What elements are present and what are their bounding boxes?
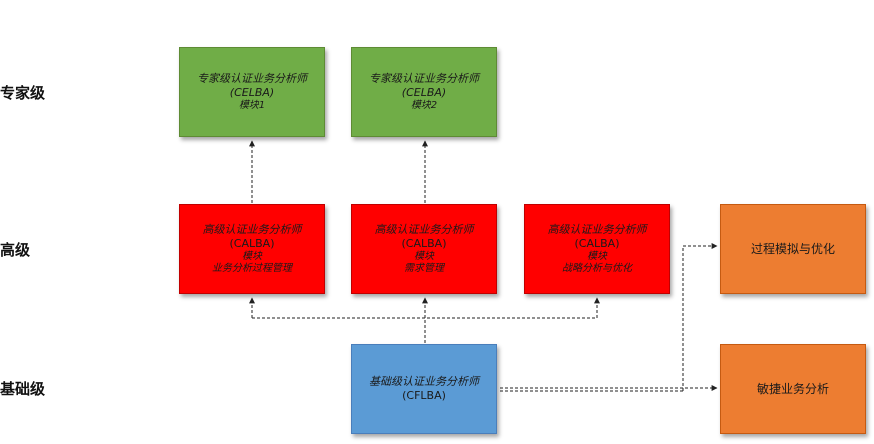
process-simulation-label: 过程模拟与优化 [750, 242, 835, 256]
calba-requirements-topic: 需求管理 [404, 263, 444, 274]
level-label-advanced: 高级 [0, 241, 31, 259]
calba-process-module: 模块 [242, 251, 262, 262]
calba-strategy-topic: 战略分析与优化 [562, 263, 632, 274]
calba-requirements-code: (CALBA) [401, 237, 447, 250]
calba-strategy-box: 高级认证业务分析师 (CALBA) 模块 战略分析与优化 [524, 204, 670, 294]
calba-process-topic: 业务分析过程管理 [212, 263, 292, 274]
calba-process-box: 高级认证业务分析师 (CALBA) 模块 业务分析过程管理 [179, 204, 325, 294]
celba-module1-title: 专家级认证业务分析师 [197, 72, 307, 85]
calba-strategy-title: 高级认证业务分析师 [547, 223, 647, 236]
agile-analysis-box: 敏捷业务分析 [720, 344, 866, 434]
celba-module1-code: (CELBA) [229, 86, 275, 99]
process-simulation-box: 过程模拟与优化 [720, 204, 866, 294]
cflba-box: 基础级认证业务分析师 (CFLBA) [351, 344, 497, 434]
calba-process-code: (CALBA) [229, 237, 275, 250]
agile-analysis-label: 敏捷业务分析 [756, 382, 829, 396]
celba-module1-module: 模块1 [238, 100, 266, 111]
cflba-title: 基础级认证业务分析师 [369, 375, 479, 388]
celba-module2-box: 专家级认证业务分析师 (CELBA) 模块2 [351, 47, 497, 137]
calba-requirements-module: 模块 [414, 251, 434, 262]
level-label-foundation: 基础级 [0, 380, 46, 398]
celba-module2-code: (CELBA) [401, 86, 447, 99]
calba-process-title: 高级认证业务分析师 [202, 223, 302, 236]
calba-strategy-module: 模块 [587, 251, 607, 262]
celba-module1-box: 专家级认证业务分析师 (CELBA) 模块1 [179, 47, 325, 137]
level-label-expert: 专家级 [0, 84, 46, 102]
celba-module2-title: 专家级认证业务分析师 [369, 72, 479, 85]
calba-requirements-box: 高级认证业务分析师 (CALBA) 模块 需求管理 [351, 204, 497, 294]
celba-module2-module: 模块2 [410, 100, 438, 111]
cflba-code: (CFLBA) [402, 389, 446, 402]
calba-requirements-title: 高级认证业务分析师 [374, 223, 474, 236]
calba-strategy-code: (CALBA) [574, 237, 620, 250]
